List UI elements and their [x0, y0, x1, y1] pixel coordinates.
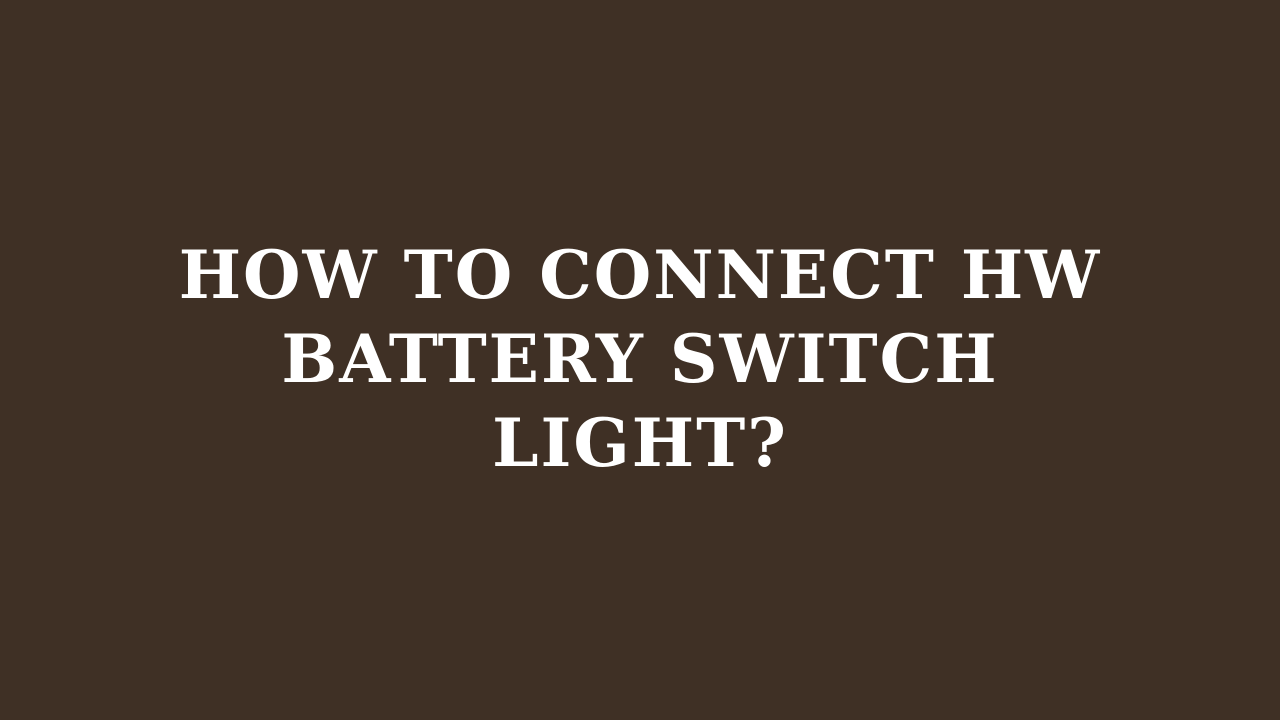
- page-title: HOW TO CONNECT HW BATTERY SWITCH LIGHT?: [179, 233, 1102, 485]
- title-line-1: HOW TO CONNECT HW: [178, 235, 1102, 314]
- title-line-2: BATTERY SWITCH: [281, 319, 999, 398]
- title-line-3: LIGHT?: [492, 403, 788, 482]
